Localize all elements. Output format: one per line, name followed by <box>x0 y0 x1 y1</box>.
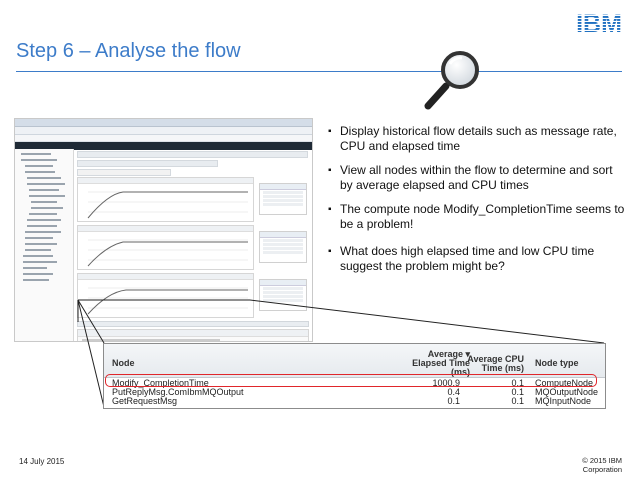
column-elapsed-line1[interactable]: Average ▾ <box>427 349 470 359</box>
svg-text:IBM: IBM <box>576 10 622 36</box>
row-2-node[interactable]: PutReplyMsg.ComIbmMQOutput <box>112 387 244 397</box>
column-node-type[interactable]: Node type <box>535 358 579 368</box>
bullet-4: What does high elapsed time and low CPU … <box>328 244 628 274</box>
panel-tabs <box>77 160 218 167</box>
elapsed-time-chart <box>77 225 254 270</box>
row-3-cpu: 0.1 <box>511 396 524 406</box>
cpu-time-chart <box>77 273 254 318</box>
elapsed-time-legend <box>259 231 307 263</box>
panel-subheader <box>77 169 172 176</box>
slide-copyright: © 2015 IBM Corporation <box>582 456 622 474</box>
row-1-node[interactable]: Modify_CompletionTime <box>112 378 209 388</box>
flow-analysis-panel <box>77 149 309 341</box>
column-cpu-line1[interactable]: Average CPU <box>467 354 524 364</box>
node-table-toolbar <box>77 321 309 327</box>
row-3-type: MQInputNode <box>535 396 592 406</box>
bullet-2: View all nodes within the flow to determ… <box>328 163 628 193</box>
bullet-list: Display historical flow details such as … <box>328 124 628 283</box>
navigation-tree <box>15 149 74 341</box>
app-header-bar <box>15 142 312 150</box>
column-cpu-line2[interactable]: Time (ms) <box>481 363 524 373</box>
node-table-mini <box>77 329 309 341</box>
row-1-type: ComputeNode <box>535 378 594 388</box>
column-elapsed-line2[interactable]: Elapsed Time <box>412 358 470 368</box>
message-rate-legend <box>259 183 307 215</box>
row-2-cpu: 0.1 <box>511 387 524 397</box>
message-rate-chart <box>77 177 254 222</box>
row-3-node[interactable]: GetRequestMsg <box>112 396 178 406</box>
slide-date: 14 July 2015 <box>19 457 65 466</box>
browser-tab-bar <box>15 119 312 127</box>
row-1-elapsed: 1000.9 <box>432 378 460 388</box>
cpu-time-legend <box>259 279 307 311</box>
bullet-1: Display historical flow details such as … <box>328 124 628 154</box>
row-3-elapsed: 0.1 <box>447 396 460 406</box>
copyright-line: © 2015 IBM <box>582 456 622 465</box>
slide-title: Step 6 – Analyse the flow <box>16 40 241 62</box>
row-2-type: MQOutputNode <box>535 387 599 397</box>
browser-favorites-bar <box>15 135 312 142</box>
magnifying-glass-icon <box>424 51 479 110</box>
highlight-ring <box>105 374 597 387</box>
node-statistics-table: Node Average ▾ Elapsed Time (ms) Average… <box>103 343 606 409</box>
row-2-elapsed: 0.4 <box>447 387 460 397</box>
browser-address-bar <box>15 127 312 135</box>
ibm-logo: IBM <box>576 10 622 36</box>
column-node[interactable]: Node <box>112 358 135 368</box>
bullet-3: The compute node Modify_CompletionTime s… <box>328 202 628 232</box>
table-header <box>104 344 605 378</box>
company-line: Corporation <box>582 465 622 474</box>
title-rule <box>16 71 622 72</box>
panel-toolbar <box>77 151 308 158</box>
browser-screenshot <box>14 118 313 342</box>
row-1-cpu: 0.1 <box>511 378 524 388</box>
column-elapsed-line3[interactable]: (ms) <box>450 367 470 377</box>
